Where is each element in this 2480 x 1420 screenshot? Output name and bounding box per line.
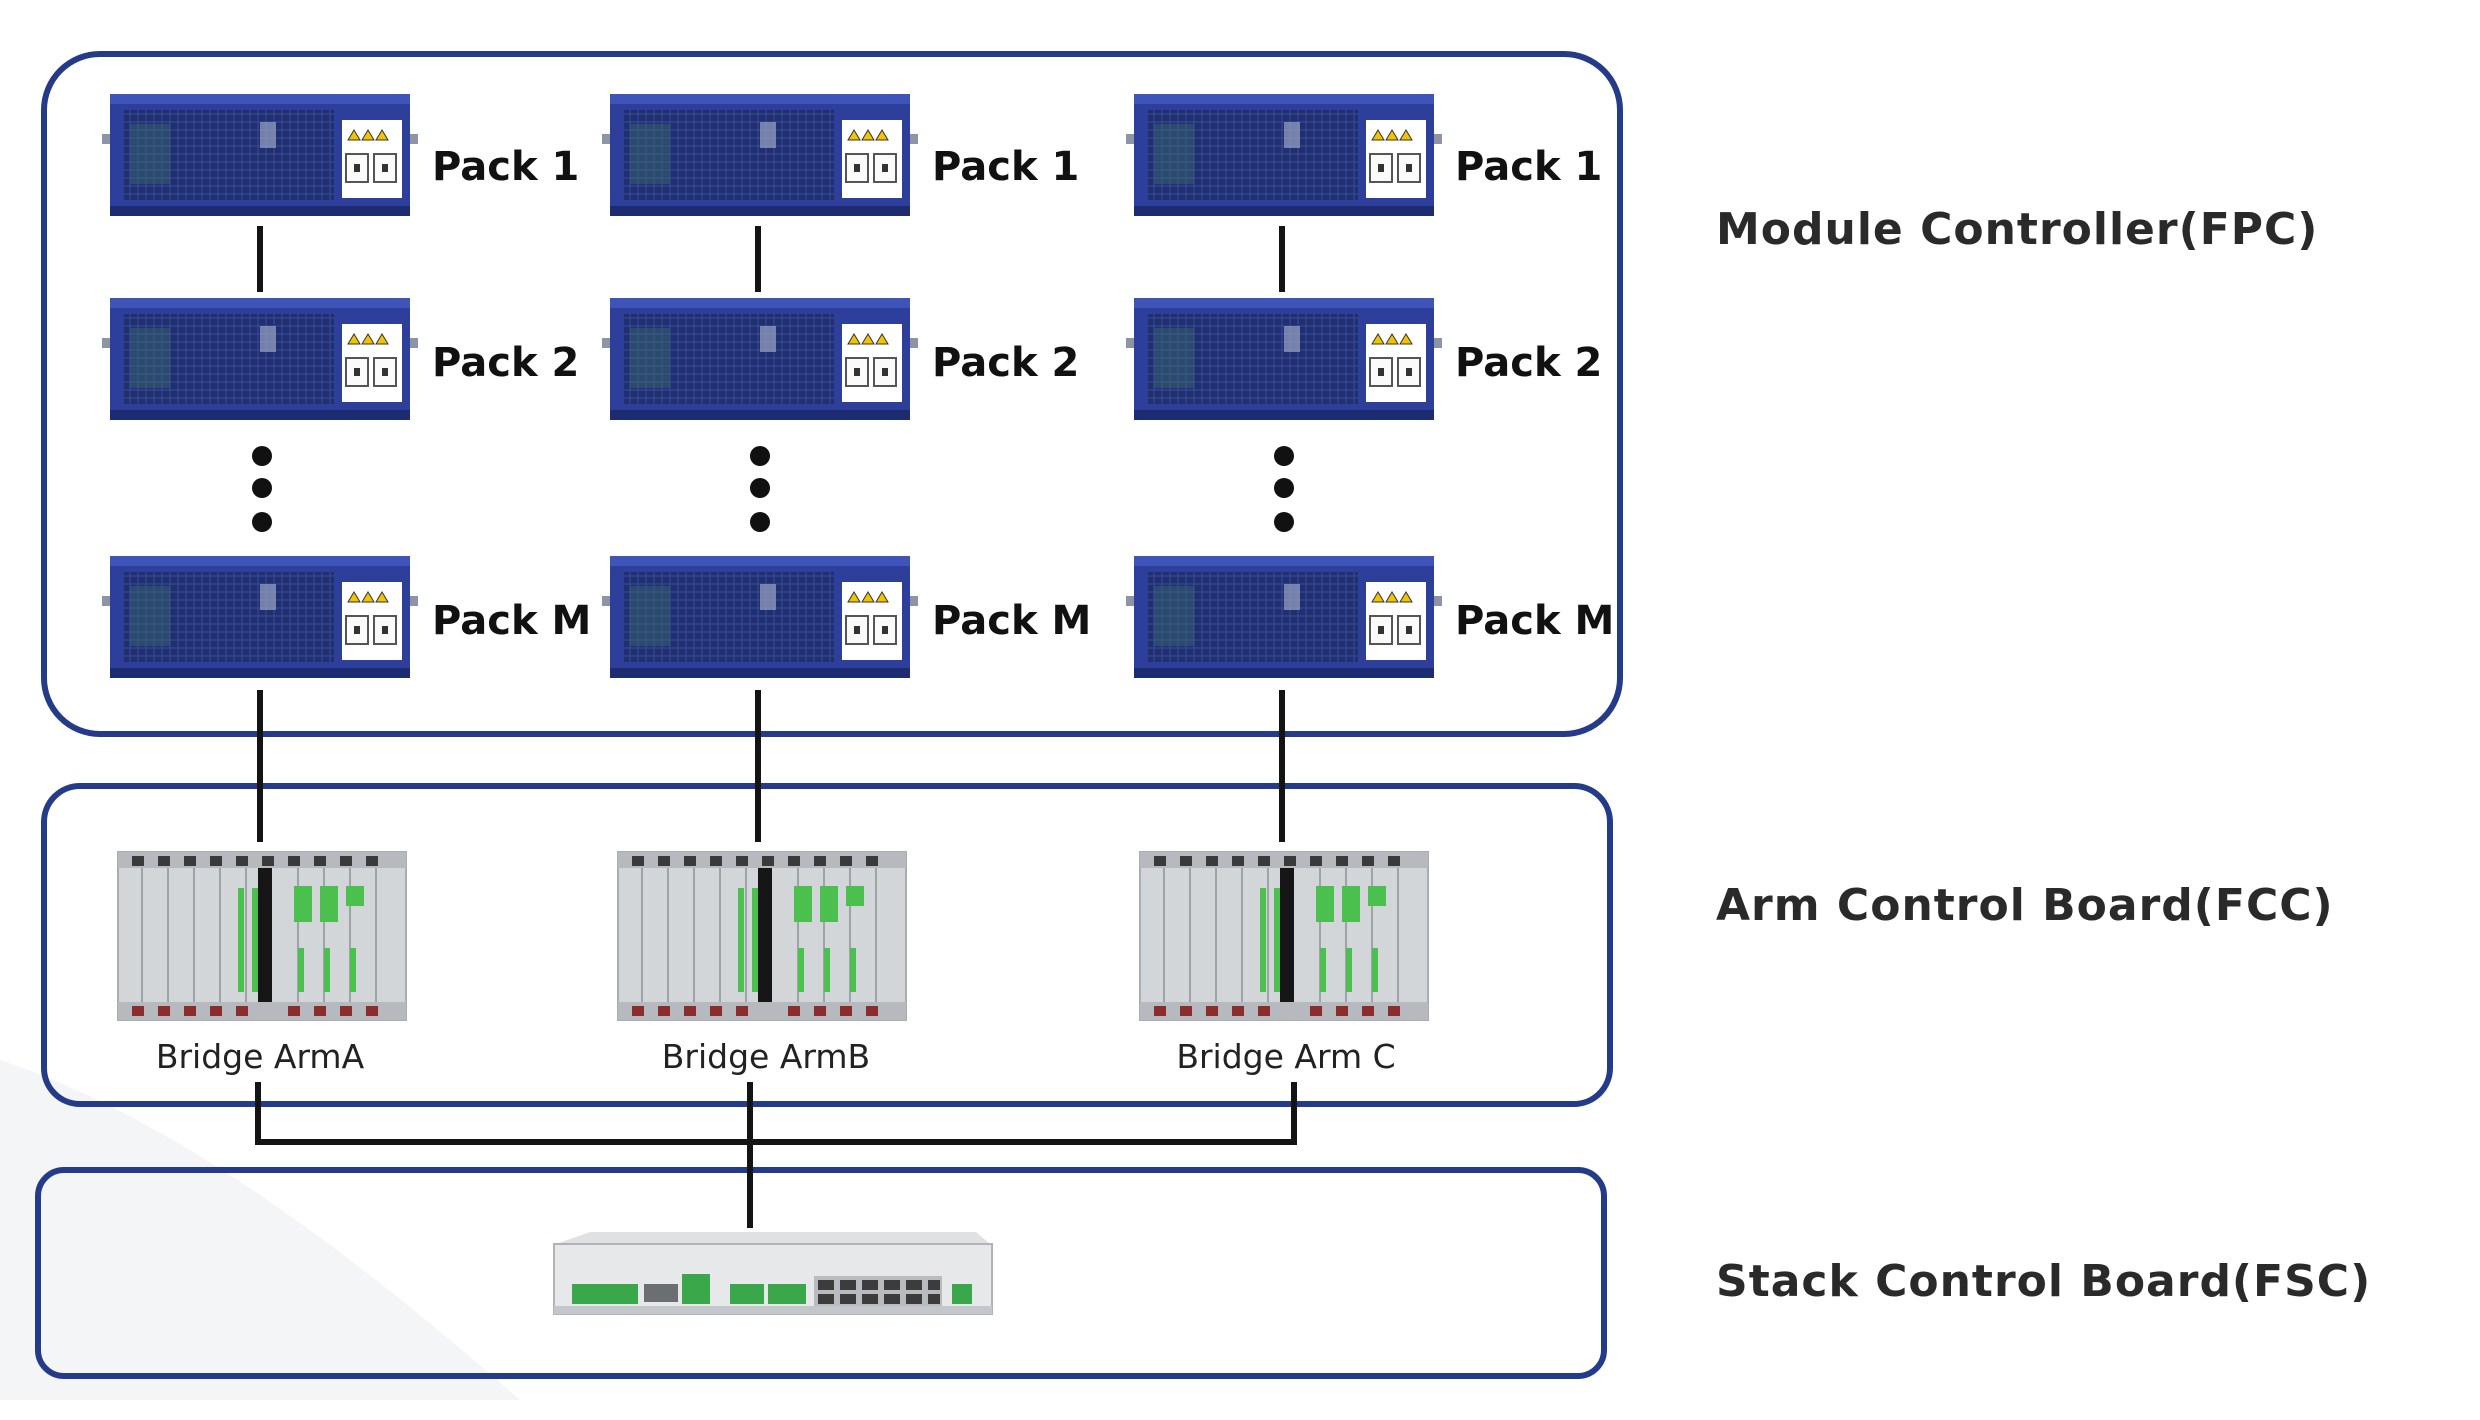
control-rack-icon: [1139, 851, 1429, 1021]
column-a: Pack 1 Pack 2 Pack M Bridge ArmA: [101, 93, 591, 1076]
bridge-arm-label: Bridge ArmB: [662, 1037, 870, 1076]
bridge-arm-label: Bridge Arm C: [1176, 1037, 1395, 1076]
tier-label-fsc: Stack Control Board(FSC): [1716, 1256, 2371, 1307]
stack-controller-unit-icon: [553, 1232, 993, 1315]
battery-pack-module-icon: [101, 555, 419, 679]
control-rack-icon: [617, 851, 907, 1021]
arm-to-stack-bus: [255, 1082, 1297, 1228]
tier-label-fpc: Module Controller(FPC): [1716, 204, 2318, 255]
fsc-frame: [35, 1167, 1607, 1379]
control-rack-icon: [117, 851, 407, 1021]
pack-label: Pack 1: [932, 144, 1079, 190]
battery-pack-module-icon: [1125, 297, 1443, 421]
column-b: Pack 1 Pack 2 Pack M Bridge ArmB: [601, 93, 1091, 1076]
battery-pack-module-icon: [601, 93, 919, 217]
pack-label: Pack M: [932, 598, 1091, 644]
battery-pack-module-icon: [101, 297, 419, 421]
fpc-frame: [41, 51, 1623, 737]
battery-pack-module-icon: [1125, 93, 1443, 217]
pack-label: Pack M: [432, 598, 591, 644]
tier-label-fcc: Arm Control Board(FCC): [1716, 880, 2334, 931]
bridge-arm-label: Bridge ArmA: [156, 1037, 365, 1076]
battery-pack-module-icon: [101, 93, 419, 217]
battery-pack-module-icon: [601, 555, 919, 679]
battery-pack-module-icon: [1125, 555, 1443, 679]
pack-label: Pack M: [1455, 598, 1614, 644]
pack-label: Pack 1: [432, 144, 579, 190]
pack-label: Pack 2: [432, 340, 579, 386]
pack-label: Pack 2: [932, 340, 1079, 386]
battery-pack-module-icon: [601, 297, 919, 421]
pack-label: Pack 1: [1455, 144, 1602, 190]
fcc-frame: [41, 783, 1613, 1107]
column-c: Pack 1 Pack 2 Pack M Bridge Arm C: [1125, 93, 1614, 1076]
pack-label: Pack 2: [1455, 340, 1602, 386]
background-swoosh: [0, 1060, 520, 1400]
